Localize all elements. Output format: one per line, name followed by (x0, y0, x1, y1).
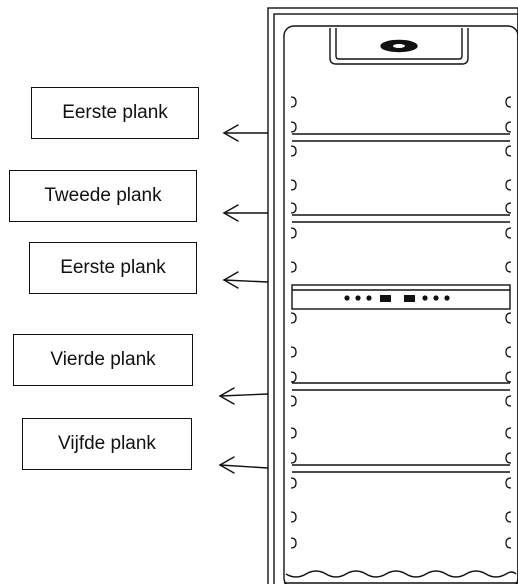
shelf-4 (292, 382, 510, 391)
fridge-cabinet (267, 7, 518, 584)
label-third-shelf: Eerste plank (29, 242, 197, 294)
light-housing (329, 28, 469, 65)
label-text: Eerste plank (62, 102, 168, 123)
arrow-4 (218, 387, 269, 405)
shelf-3-control-panel (291, 284, 511, 310)
label-text: Vijfde plank (58, 433, 156, 454)
arrow-1 (222, 124, 269, 142)
bottom-edge (285, 570, 517, 578)
label-text: Vierde plank (50, 349, 156, 370)
shelf-supports (290, 96, 512, 549)
label-text: Tweede plank (44, 185, 162, 206)
arrow-2 (222, 204, 269, 222)
arrow-3 (222, 271, 269, 289)
fridge-interior (283, 25, 518, 584)
control-indicators (344, 295, 450, 302)
fridge-cabinet-inner-edge (273, 13, 518, 584)
shelf-5 (292, 464, 510, 473)
label-first-shelf: Eerste plank (31, 87, 199, 139)
label-fifth-shelf: Vijfde plank (22, 418, 192, 470)
label-text: Eerste plank (60, 257, 166, 278)
label-fourth-shelf: Vierde plank (13, 334, 193, 386)
shelf-2 (292, 214, 510, 223)
label-second-shelf: Tweede plank (9, 170, 197, 222)
arrow-5 (218, 456, 269, 474)
shelf-1 (292, 133, 510, 142)
